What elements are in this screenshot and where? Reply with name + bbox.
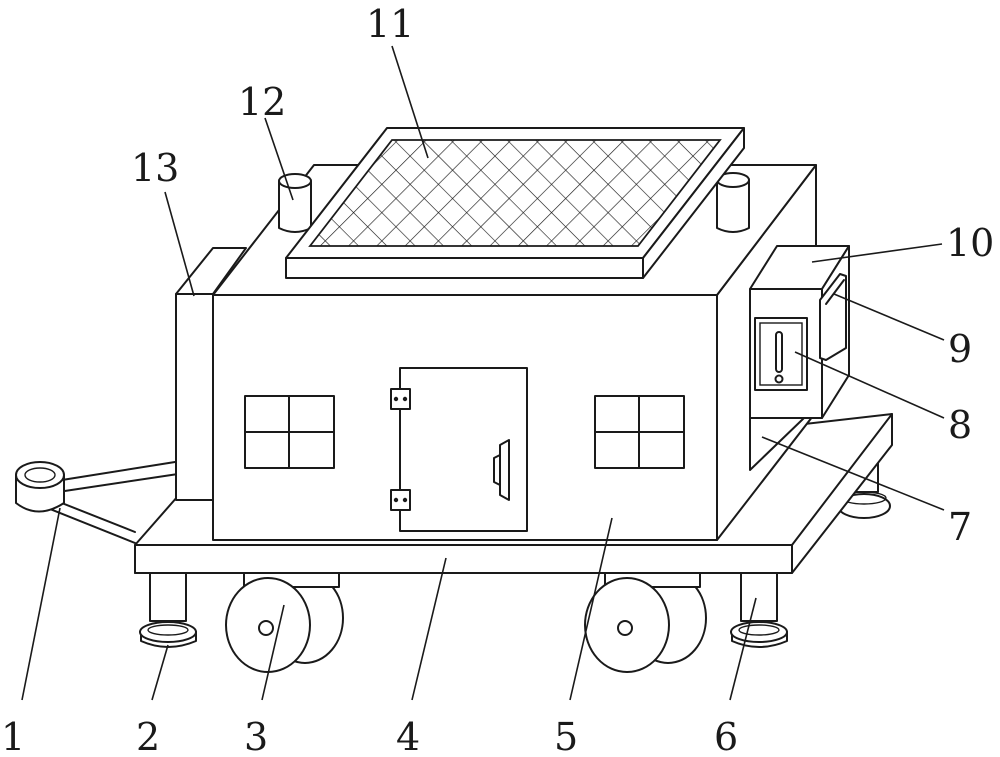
label-12: 12	[238, 80, 286, 124]
label-10: 10	[946, 221, 994, 265]
side-panel	[175, 247, 247, 501]
right-cylinder-vent	[716, 172, 750, 233]
left-vent-window	[244, 395, 335, 469]
front-left-support-leg	[139, 572, 197, 648]
door-handle	[499, 439, 510, 501]
front-door	[390, 367, 528, 532]
front-right-wheel	[584, 572, 701, 673]
label-2: 2	[136, 715, 160, 757]
pull-handle	[15, 461, 179, 546]
label-11: 11	[366, 2, 414, 46]
label-8: 8	[948, 403, 972, 447]
leader-lines	[21, 45, 945, 701]
lower-hinge	[390, 489, 411, 511]
label-5: 5	[554, 715, 578, 757]
indicator-bar	[775, 331, 783, 373]
side-vent	[749, 417, 805, 471]
label-13: 13	[131, 146, 179, 190]
label-1: 1	[1, 715, 25, 757]
label-9: 9	[948, 327, 972, 371]
solar-panel	[285, 127, 745, 279]
left-cylinder-vent	[278, 173, 312, 233]
label-4: 4	[396, 715, 420, 757]
label-7: 7	[948, 505, 972, 549]
upper-hinge	[390, 388, 411, 410]
front-right-support-leg	[730, 572, 788, 648]
label-3: 3	[244, 715, 268, 757]
front-left-wheel	[225, 572, 340, 673]
right-vent-window	[594, 395, 685, 469]
label-6: 6	[714, 715, 738, 757]
